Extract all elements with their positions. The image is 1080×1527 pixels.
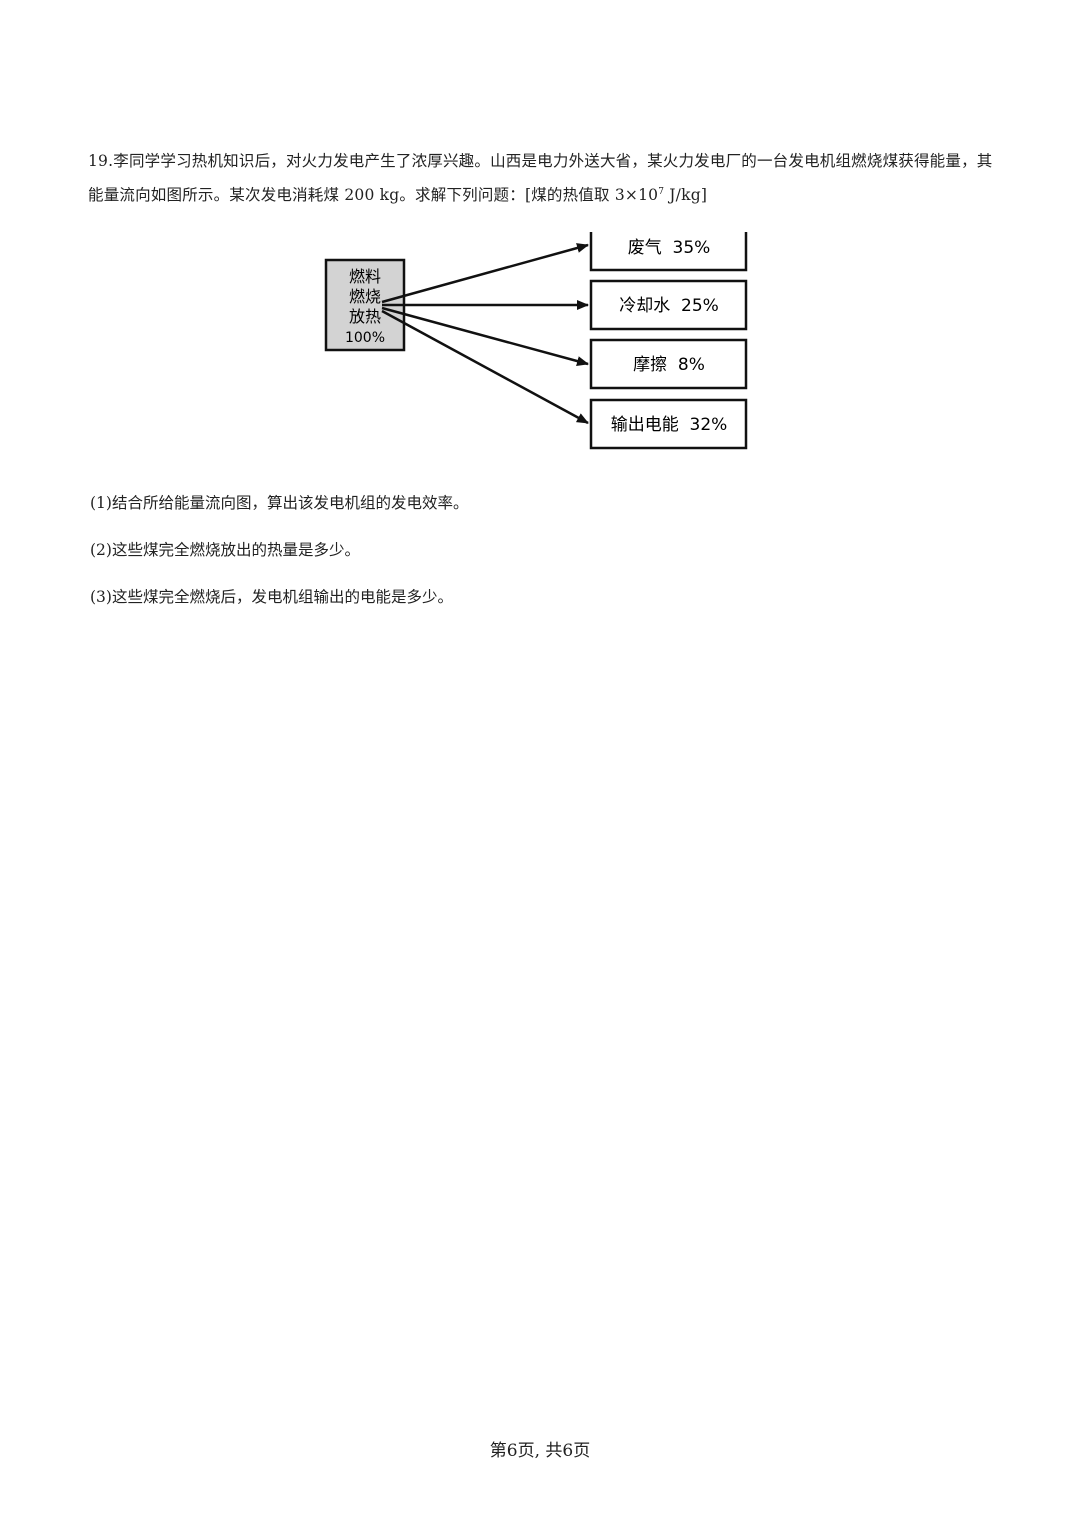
target-label-electric-output: 输出电能 32% xyxy=(611,415,728,435)
target-box-electric-output xyxy=(589,398,748,450)
source-line-2: 燃烧 xyxy=(349,287,381,306)
arrow-to-exhaust xyxy=(381,243,589,304)
arrow-to-electric-output xyxy=(381,309,589,425)
target-box-exhaust xyxy=(589,232,748,272)
question-number: 19. xyxy=(88,152,114,170)
question-text-end: J/kg] xyxy=(664,186,708,204)
source-box xyxy=(324,258,406,352)
question-19: 19.李同学学习热机知识后，对火力发电产生了浓厚兴趣。山西是电力外送大省，某火力… xyxy=(88,146,998,211)
target-label-friction: 摩擦 8% xyxy=(633,355,705,375)
page-footer: 第6页, 共6页 xyxy=(489,1441,591,1461)
target-label-cooling-water: 冷却水 25% xyxy=(619,296,719,316)
target-box-friction xyxy=(589,338,748,390)
target-label-exhaust: 废气 35% xyxy=(628,238,711,258)
sub-question-3: (3)这些煤完全燃烧后，发电机组输出的电能是多少。 xyxy=(90,588,453,606)
source-line-1: 燃料 xyxy=(349,267,381,286)
energy-flow-diagram: 燃料 燃烧 放热 100% 废气 35% 冷却水 25% 摩擦 8% 输出电能 … xyxy=(324,232,748,450)
sub-question-2: (2)这些煤完全燃烧放出的热量是多少。 xyxy=(90,541,360,559)
sub-question-1: (1)结合所给能量流向图，算出该发电机组的发电效率。 xyxy=(90,494,469,512)
heat-value-exponent: 7 xyxy=(658,187,665,197)
arrow-to-friction xyxy=(381,306,589,366)
source-line-4: 100% xyxy=(345,330,385,346)
target-box-cooling-water xyxy=(589,279,748,331)
question-text: 李同学学习热机知识后，对火力发电产生了浓厚兴趣。山西是电力外送大省，某火力发电厂… xyxy=(88,152,993,204)
source-line-3: 放热 xyxy=(349,307,381,326)
